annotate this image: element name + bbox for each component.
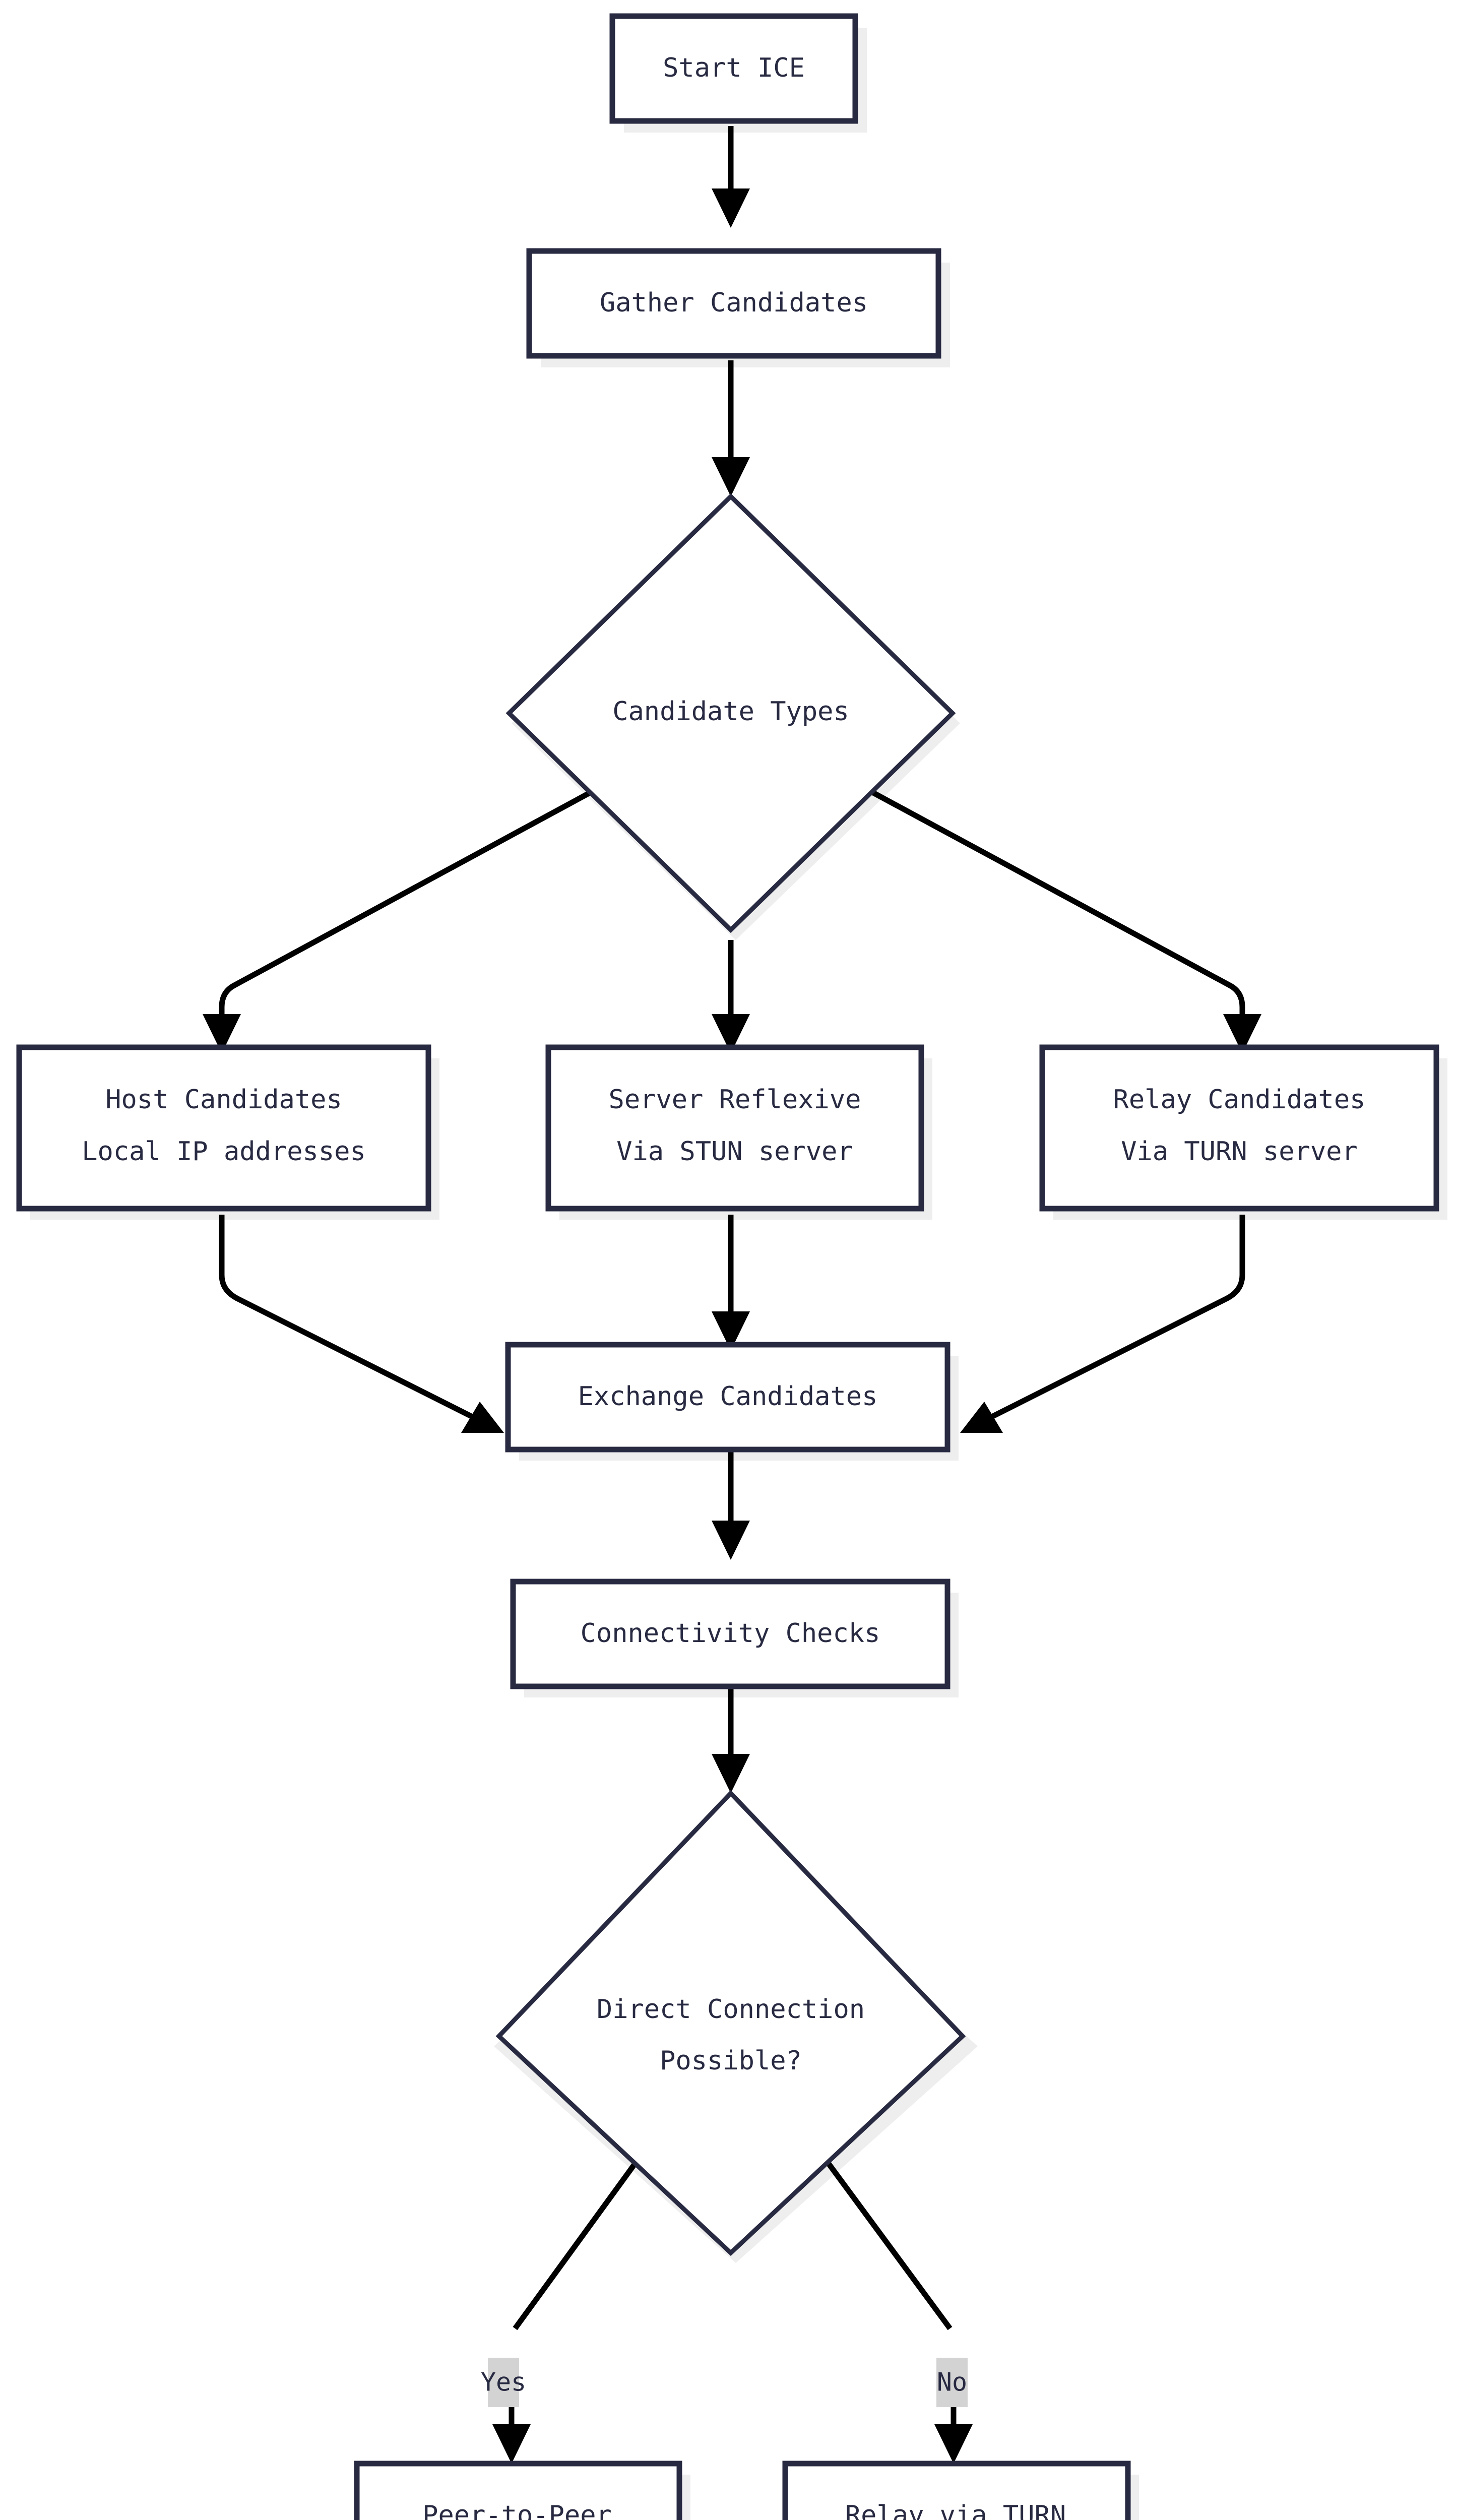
edge-labels: Yes No <box>481 2358 968 2407</box>
node-gather-box[interactable] <box>526 248 941 359</box>
arrowhead-srflx-to-exchange <box>712 1311 750 1351</box>
node-direct-connection-diamond[interactable] <box>495 1790 966 2256</box>
edge-label-no-text: No <box>937 2368 967 2397</box>
edge-label-no-bg <box>936 2358 968 2407</box>
node-peer-to-peer[interactable]: Peer-to-Peer <box>354 2461 682 2520</box>
edge-host-to-exchange <box>219 1215 478 1421</box>
edge-label-yes-text: Yes <box>481 2368 526 2397</box>
edge-label-no: No <box>936 2358 968 2407</box>
node-relay-candidates[interactable]: Relay Candidates Via TURN server <box>1039 1044 1439 1212</box>
node-server-reflexive[interactable]: Server Reflexive Via STUN server <box>545 1044 924 1212</box>
flowchart-edges <box>203 126 1261 2464</box>
node-host-candidates-label-line2: Local IP addresses <box>82 1137 366 1167</box>
node-connectivity-checks[interactable]: Connectivity Checks <box>510 1579 951 1689</box>
flowchart-nodes: Start ICE Gather Candidates Candidate Ty… <box>16 13 1439 2520</box>
arrowhead-direct-to-relayturn <box>934 2424 973 2464</box>
node-server-reflexive-label-line2: Via STUN server <box>616 1137 853 1167</box>
arrowhead-types-to-srflx <box>712 1014 750 1053</box>
arrowhead-direct-to-p2p <box>492 2424 531 2464</box>
edge-types-to-host <box>219 786 599 1023</box>
node-relay-via-turn-label: Relay via TURN <box>845 2500 1066 2520</box>
edge-direct-to-relayturn <box>825 2160 953 2330</box>
node-exchange-candidates-box[interactable] <box>505 1342 951 1453</box>
node-direct-connection-label-line1: Direct Connection <box>597 1994 865 2025</box>
node-start-label: Start ICE <box>663 53 805 83</box>
node-relay-candidates-label-line1: Relay Candidates <box>1113 1085 1366 1115</box>
node-relay-via-turn[interactable]: Relay via TURN <box>782 2461 1131 2520</box>
arrowhead-types-to-host <box>203 1014 241 1053</box>
node-direct-connection-label-line2: Possible? <box>660 2046 802 2076</box>
edge-direct-to-p2p <box>513 2160 639 2330</box>
arrowhead-exchange-to-checks <box>712 1521 750 1560</box>
arrowhead-checks-to-direct <box>712 1754 750 1793</box>
node-gather[interactable]: Gather Candidates <box>526 248 941 359</box>
arrowhead-gather-to-types <box>712 457 750 496</box>
node-relay-via-turn-box[interactable] <box>782 2461 1131 2520</box>
arrowhead-host-to-exchange <box>461 1402 504 1433</box>
edge-label-yes: Yes <box>481 2358 526 2407</box>
node-connectivity-checks-label: Connectivity Checks <box>581 1618 880 1649</box>
arrowhead-types-to-relay <box>1223 1014 1261 1053</box>
node-peer-to-peer-box[interactable] <box>354 2461 682 2520</box>
arrowhead-relay-to-exchange <box>960 1402 1003 1433</box>
arrowhead-start-to-gather <box>712 188 750 228</box>
node-server-reflexive-label-line1: Server Reflexive <box>609 1085 861 1115</box>
node-relay-candidates-label-line2: Via TURN server <box>1121 1137 1358 1167</box>
node-host-candidates-label-line1: Host Candidates <box>105 1085 342 1115</box>
node-host-candidates[interactable]: Host Candidates Local IP addresses <box>16 1044 431 1212</box>
node-candidate-types-label: Candidate Types <box>612 697 849 727</box>
node-server-reflexive-box[interactable] <box>545 1044 924 1212</box>
node-candidate-types-diamond[interactable] <box>505 493 956 933</box>
node-candidate-types[interactable]: Candidate Types <box>505 493 956 933</box>
edge-relay-to-exchange <box>986 1215 1245 1421</box>
node-start[interactable]: Start ICE <box>609 13 858 124</box>
node-connectivity-checks-box[interactable] <box>510 1579 951 1689</box>
node-peer-to-peer-label: Peer-to-Peer <box>422 2500 612 2520</box>
node-exchange-candidates-label: Exchange Candidates <box>578 1381 878 1412</box>
node-gather-label: Gather Candidates <box>600 288 868 318</box>
node-relay-candidates-box[interactable] <box>1039 1044 1439 1212</box>
node-exchange-candidates[interactable]: Exchange Candidates <box>505 1342 951 1453</box>
node-host-candidates-box[interactable] <box>16 1044 431 1212</box>
node-start-box[interactable] <box>609 13 858 124</box>
node-direct-connection[interactable]: Direct Connection Possible? <box>495 1790 966 2256</box>
edge-types-to-relay <box>864 786 1245 1023</box>
edge-label-yes-bg <box>488 2358 519 2407</box>
